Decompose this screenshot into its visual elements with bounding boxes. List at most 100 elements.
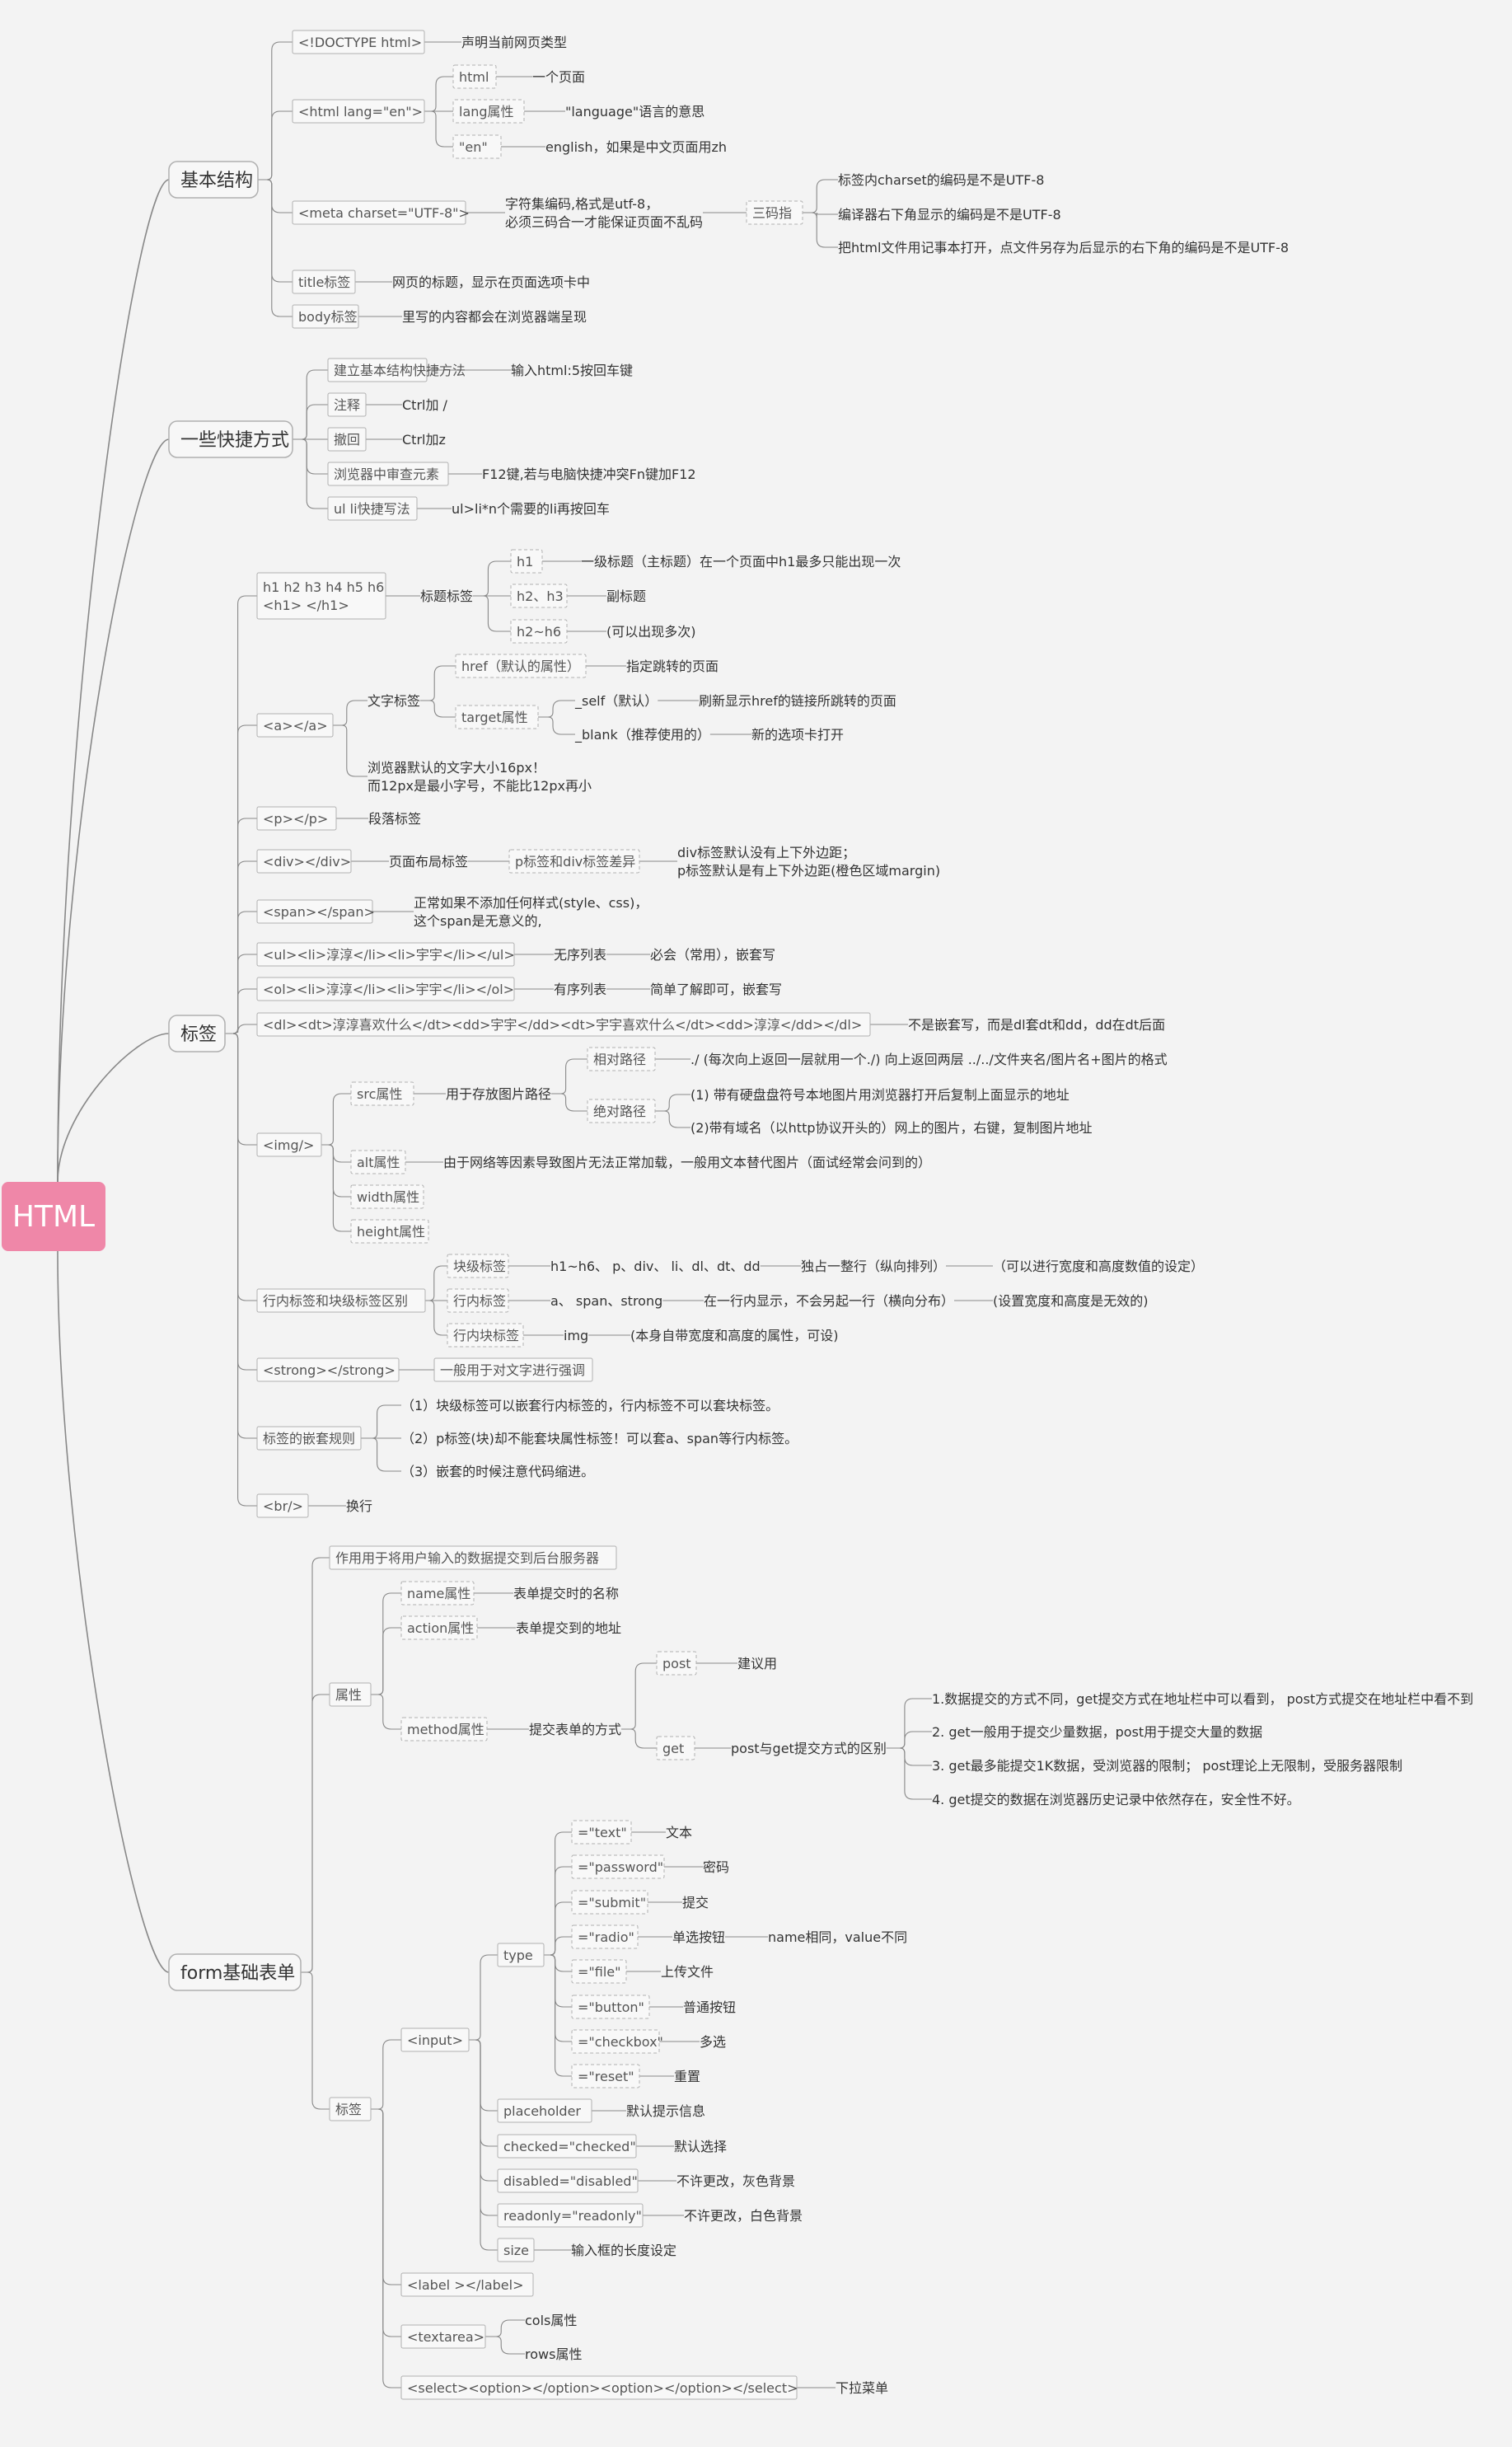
n1c1a3-line: 把html文件用记事本打开，点文件另存为后显示的右下角的编码是不是UTF-8 [838, 240, 1289, 255]
n4b3a1-label: post [662, 1656, 691, 1671]
n4c2-label: <label ></label> [407, 2277, 524, 2293]
n3e-line: <span></span> [263, 904, 375, 920]
n3i3-label: width属性 [357, 1189, 419, 1205]
n3i4-box [350, 1219, 429, 1244]
n1b3-edge [424, 110, 453, 148]
n4a-edge [301, 1557, 330, 1973]
n2b-edge [293, 404, 328, 440]
n4b1a-label: 表单提交时的名称 [513, 1586, 619, 1601]
n4c1f-line: size [503, 2243, 529, 2258]
n1b1-box [452, 64, 497, 89]
n4b3a2a-line: post与get提交方式的区别 [731, 1741, 887, 1756]
n4-edge [57, 1250, 170, 1973]
n3f1a-node: 必会（常用），嵌套写 [650, 947, 775, 963]
n4c1f1-node: 输入框的长度设定 [571, 2243, 676, 2258]
n4c1a5a-label: 上传文件 [661, 1964, 714, 1980]
n3b1b1-node: _self（默认） [574, 693, 658, 710]
n1d-node: title标签 [292, 270, 356, 294]
n1c1a-node: 三码指 [746, 200, 803, 225]
n3d1a-label: p标签和div标签差异 [515, 854, 635, 870]
n4c2-line: <label ></label> [407, 2277, 524, 2293]
n4b-label: 属性 [335, 1687, 362, 1703]
n4b1a-node: 表单提交时的名称 [513, 1586, 619, 1601]
n3h1-node: 不是嵌套写，而是dl套dt和dd，dd在dt后面 [908, 1017, 1165, 1033]
n3d-line: <div></div> [263, 854, 351, 870]
n2e1-line: ul>li*n个需要的li再按回车 [452, 501, 610, 517]
n3b2-line: 而12px是最小字号，不能比12px再小 [367, 778, 592, 794]
n3i1a2b-label: (2)带有域名（以http协议开头的）网上的图片，右键，复制图片地址 [690, 1120, 1093, 1136]
n2-node: 一些快捷方式 [168, 420, 293, 458]
n3b1-node: 文字标签 [367, 693, 420, 709]
n4c1b-line: placeholder [503, 2103, 581, 2119]
n4c1c-node: checked="checked" [497, 2134, 637, 2159]
n1c1a-line: 三码指 [752, 205, 792, 221]
n4b3a2a2-node: 2. get一般用于提交少量数据，post用于提交大量的数据 [932, 1724, 1262, 1740]
n4a-box [329, 1545, 617, 1570]
n3a-box [256, 572, 386, 620]
n3m-edge [225, 1033, 257, 1507]
n4c3b-edge [485, 2336, 525, 2355]
n3b1b2a-label: 新的选项卡打开 [751, 727, 844, 743]
n3i1a2a-label: (1) 带有硬盘盘符号本地图片用浏览器打开后复制上面显示的地址 [690, 1087, 1070, 1103]
n3m1-line: 换行 [346, 1498, 372, 1514]
n3j2a1a-label: (设置宽度和高度是无效的) [993, 1293, 1149, 1309]
n1b3-label: "en" [459, 139, 488, 155]
n4c1a4a1-node: name相同，value不同 [768, 1929, 907, 1945]
n3b1a-label: href（默认的属性） [461, 659, 580, 674]
n4b3a2-box [656, 1736, 695, 1760]
n2d-label: 浏览器中审查元素 [334, 466, 439, 482]
n4c1a2-line: ="password" [578, 1859, 663, 1875]
n4c1a5-label: ="file" [578, 1964, 621, 1980]
n1b3-node: "en" [452, 134, 502, 159]
n4c4a-label: 下拉菜单 [836, 2380, 888, 2396]
n3i-label: <img/> [263, 1137, 314, 1153]
n1c1a2-line: 编译器右下角显示的编码是不是UTF-8 [838, 207, 1061, 223]
n2e-edge [293, 438, 328, 509]
n3c1-node: 段落标签 [368, 811, 421, 827]
n4c1f-edge [469, 2039, 498, 2251]
n4b2a-label: 表单提交到的地址 [516, 1620, 621, 1636]
n3i1a2a-line: (1) 带有硬盘盘符号本地图片用浏览器打开后复制上面显示的地址 [690, 1087, 1070, 1103]
n4b3-edge [371, 1694, 401, 1730]
n3a-node: h1 h2 h3 h4 h5 h6<h1> </h1> [256, 572, 386, 620]
n3l3-line: （3）嵌套的时候注意代码缩进。 [401, 1464, 594, 1479]
n1c1a-label: 三码指 [752, 205, 792, 221]
n2-line: 一些快捷方式 [180, 430, 289, 451]
n4c1a-line: type [503, 1948, 533, 1963]
n4c1a-node: type [497, 1943, 545, 1967]
n4c1b-node: placeholder [497, 2098, 592, 2123]
n4c1d1-line: 不许更改，灰色背景 [676, 2173, 795, 2189]
n4c1a2-box [571, 1854, 665, 1879]
n3b2-node: 浏览器默认的文字大小16px！而12px是最小字号，不能比12px再小 [367, 760, 592, 794]
n4c4a-node: 下拉菜单 [836, 2380, 888, 2396]
n3e-box [256, 899, 373, 924]
n4c1b1-node: 默认提示信息 [626, 2103, 705, 2119]
n4-label: form基础表单 [180, 1963, 295, 1984]
n1c1a3-edge [803, 212, 838, 248]
n1a1-node: 声明当前网页类型 [461, 35, 567, 50]
n3k1-label: 一般用于对文字进行强调 [440, 1362, 585, 1378]
n4c1a6-edge [544, 1954, 572, 2008]
n4b1-edge [371, 1592, 401, 1695]
n2c1-label: Ctrl加z [402, 432, 446, 448]
n4b3a2a1-node: 1.数据提交的方式不同，get提交方式在地址栏中可以看到， post方式提交在地… [932, 1691, 1473, 1707]
n3j1a-node: h1~h6、 p、div、 li、dl、dt、dd [550, 1259, 761, 1274]
n3f1a-line: 必会（常用），嵌套写 [650, 947, 775, 963]
n3i1a-line: 用于存放图片路径 [446, 1086, 551, 1102]
n4b3-box [400, 1717, 488, 1741]
n4c1a7-edge [544, 1954, 572, 2042]
n4b2-edge [371, 1627, 401, 1695]
n3d1a1-line: p标签默认是有上下外边距(橙色区域margin) [677, 863, 940, 879]
n3e1-label: 正常如果不添加任何样式(style、css)，这个span是无意义的, [414, 895, 648, 929]
n4c3a-label: cols属性 [525, 2313, 577, 2328]
n3f-box [256, 942, 515, 967]
n4c2-node: <label ></label> [400, 2272, 534, 2297]
n4c1c1-line: 默认选择 [674, 2139, 727, 2154]
n4a-line: 作用用于将用户输入的数据提交到后台服务器 [335, 1550, 599, 1566]
n3e-edge [225, 911, 257, 1034]
n3a1b1-label: 副标题 [606, 588, 646, 604]
n3-label: 标签 [180, 1024, 217, 1045]
root-node-label: HTML [12, 1200, 95, 1234]
n3b1b-box [455, 705, 539, 729]
n1a-node: <!DOCTYPE html> [292, 30, 425, 54]
